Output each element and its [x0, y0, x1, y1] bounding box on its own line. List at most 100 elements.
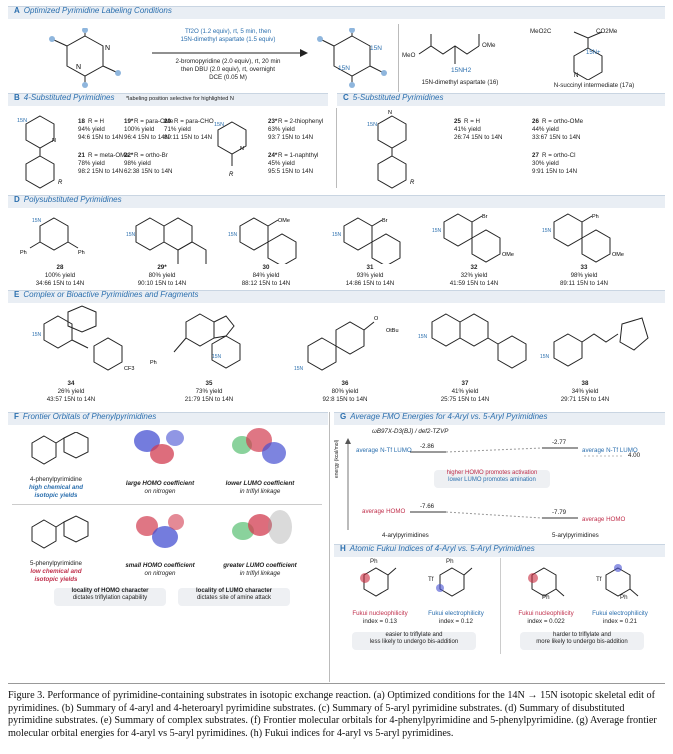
- entry-yield: 100% yield: [124, 126, 155, 133]
- entry-id: 24*: [268, 152, 278, 159]
- entry-id: 29*: [157, 264, 167, 271]
- entry-ratio: 33:67 15N to 14N: [532, 134, 581, 141]
- pyrimidine-core-start: N N: [49, 28, 121, 88]
- entry-yield: 84% yield: [252, 272, 280, 279]
- svg-text:CF3: CF3: [124, 366, 134, 372]
- entry-id: 32: [470, 264, 478, 271]
- svg-text:15N: 15N: [294, 366, 304, 372]
- svg-text:15NH2: 15NH2: [451, 67, 472, 74]
- svg-text:15N: 15N: [338, 65, 350, 72]
- h-ph-3: Ph: [542, 594, 550, 601]
- svg-text:15N: 15N: [212, 354, 222, 360]
- homo-left-value: -7.66: [420, 503, 435, 510]
- entry-substituent: R = para-OMe: [134, 118, 174, 125]
- mol1-lumo-a: lower LUMO coefficient: [225, 480, 295, 487]
- svg-text:Ph: Ph: [20, 250, 27, 256]
- entry-id: 31: [366, 264, 374, 271]
- svg-text:OMe: OMe: [278, 218, 290, 224]
- mol1-lumo-b: in triflyl linkage: [239, 488, 281, 495]
- section-f-bar: [8, 412, 328, 425]
- entry-ratio: 89:11 15N to 14N: [164, 134, 213, 141]
- entry-id: 28: [56, 264, 64, 271]
- reaction-arrow: [152, 49, 308, 57]
- svg-text:15N: 15N: [370, 45, 382, 52]
- entry-yield: 63% yield: [268, 126, 295, 133]
- entry-yield: 26% yield: [57, 388, 85, 395]
- reagent-17a-label: N-succinyl intermediate (17a): [553, 82, 635, 89]
- mol2-desc-a: low chemical and: [30, 568, 82, 575]
- svg-text:Br: Br: [382, 218, 388, 224]
- entry-ratio: 62:38 15N to 14N: [124, 168, 173, 175]
- fukui-value: index = 0.022: [527, 618, 565, 625]
- entry-yield: 80% yield: [331, 388, 359, 395]
- conditions-step2: 2-bromopyridine (2.0 equiv), rt, 20 min: [175, 58, 281, 65]
- homo-right-label: average HOMO: [582, 516, 626, 523]
- svg-text:O: O: [374, 316, 379, 322]
- section-e-bar: [8, 290, 665, 303]
- lumo-left-value: -2.86: [420, 443, 435, 450]
- method-label: ωB97X-D3(BJ) / def2-TZVP: [372, 428, 449, 435]
- entry-ratio: 21:79 15N to 14N: [184, 396, 234, 403]
- h-ph-4: Ph: [620, 594, 628, 601]
- entry-id: 21: [78, 152, 85, 159]
- entry-ratio: 89:11 15N to 14N: [559, 280, 609, 287]
- entry-substituent: R = para-CHO: [174, 118, 214, 125]
- entry-ratio: 94:6 15N to 14N: [78, 134, 124, 141]
- svg-text:15N+: 15N+: [586, 50, 601, 56]
- svg-text:N: N: [574, 73, 578, 79]
- fukui-value: index = 0.21: [603, 618, 637, 625]
- 5-aryl-pyrimidine-structure: 15N N R: [367, 110, 415, 189]
- entry-ratio: 29:71 15N to 14N: [560, 396, 610, 403]
- entry-substituent: R = 2-thiophenyl: [278, 118, 324, 125]
- homo-right-value: -7.79: [552, 509, 567, 516]
- svg-text:N: N: [105, 45, 110, 52]
- mol2-homo-a: small HOMO coefficient: [125, 562, 195, 569]
- section-c-bar: [337, 93, 665, 106]
- h-ph-1: Ph: [370, 558, 378, 565]
- entry-id: 35: [205, 380, 213, 387]
- entry-ratio: 88:12 15N to 14N: [241, 280, 291, 287]
- entry-ratio: 25:75 15N to 14N: [440, 396, 490, 403]
- mol2-homo-b: on nitrogen: [144, 570, 176, 577]
- entry-id: 34: [67, 380, 75, 387]
- entry-ratio: 90:10 15N to 14N: [137, 280, 187, 287]
- fukui-value: index = 0.13: [363, 618, 397, 625]
- entry-ratio: 95:5 15N to 14N: [268, 168, 314, 175]
- entry-yield: 44% yield: [532, 126, 559, 133]
- mol1-homo-a: large HOMO coefficient: [125, 480, 195, 487]
- entry-ratio: 41:59 15N to 14N: [449, 280, 499, 287]
- svg-text:Ph: Ph: [78, 250, 85, 256]
- entry-id: 30: [262, 264, 270, 271]
- lumo-left-label: average N-Tf LUMO: [356, 447, 412, 454]
- entry-yield: 32% yield: [460, 272, 488, 279]
- entry-yield: 34% yield: [571, 388, 599, 395]
- svg-text:15N: 15N: [418, 334, 428, 340]
- svg-text:15N: 15N: [540, 354, 550, 360]
- svg-text:15N: 15N: [542, 228, 552, 234]
- co2me-label: CO2Me: [596, 28, 618, 35]
- conditions-step4: DCE (0.05 M): [209, 74, 247, 81]
- lumo-right-label: average N-Tf LUMO: [582, 447, 638, 454]
- fukui-structures: [360, 564, 639, 597]
- section-b-note: *labeling position selective for highlig…: [126, 96, 234, 102]
- entry-ratio: 43:57 15N to 14N: [46, 396, 96, 403]
- h-tf-2: Tf: [596, 576, 602, 583]
- section-a-bar: [8, 6, 665, 19]
- lumo-right-value: -2.77: [552, 439, 567, 446]
- meo2c-label: MeO2C: [530, 28, 552, 35]
- fukui-label: Fukui electrophilicity: [428, 610, 484, 617]
- svg-text:15N: 15N: [432, 228, 442, 234]
- lumo-orbital-4aryl: [228, 424, 292, 474]
- svg-text:N: N: [52, 138, 56, 144]
